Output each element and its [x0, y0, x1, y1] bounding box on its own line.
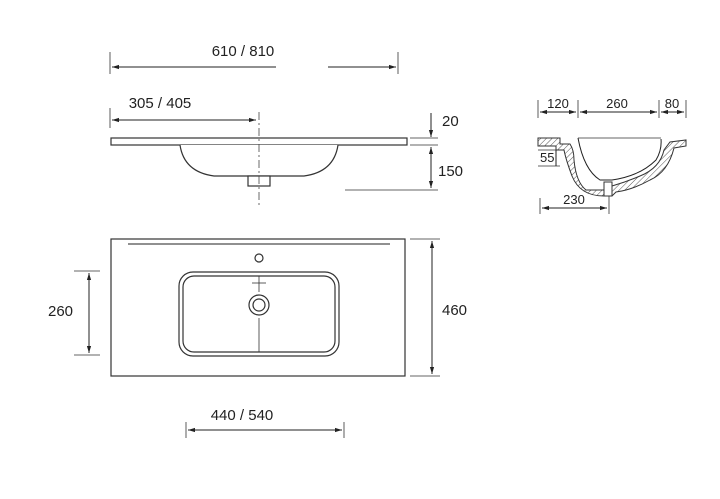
front-elevation: 610 / 810 305 / 405 20 150 [109, 43, 463, 208]
sink-section-wall [537, 137, 687, 197]
label-step-height: 55 [540, 150, 554, 165]
label-bowl-width: 260 [48, 303, 73, 320]
label-drain-offset: 305 / 405 [129, 95, 192, 112]
label-overall-depth: 460 [442, 302, 467, 319]
section-drain [603, 181, 613, 197]
drain-plan-inner [252, 298, 266, 312]
section-view: 120 260 80 55 230 [537, 96, 687, 214]
label-back-ledge: 120 [547, 96, 569, 111]
label-front-lip: 80 [665, 96, 679, 111]
label-bowl-depth: 150 [438, 163, 463, 180]
label-bowl-span: 260 [606, 96, 628, 111]
label-bowl-length: 440 / 540 [211, 407, 274, 424]
label-drain-distance: 230 [563, 192, 585, 207]
label-slab-thickness: 20 [442, 113, 459, 130]
label-top-width: 610 / 810 [212, 43, 275, 60]
tap-hole [254, 253, 264, 263]
plan-view: 260 460 440 / 540 [48, 238, 467, 438]
basin-inner-surface [577, 137, 662, 181]
